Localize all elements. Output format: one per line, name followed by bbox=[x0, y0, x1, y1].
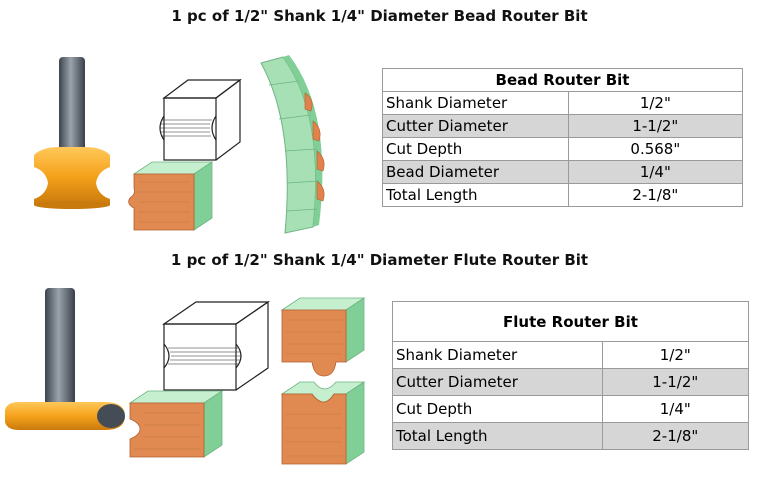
bead-table-title: Bead Router Bit bbox=[382, 68, 743, 92]
flute-profile-block-left bbox=[128, 390, 224, 458]
spec-value: 0.568" bbox=[567, 137, 744, 161]
flute-block-diagram bbox=[162, 300, 270, 391]
spec-label: Cutter Diameter bbox=[392, 368, 603, 396]
flute-table-title: Flute Router Bit bbox=[392, 301, 749, 342]
spec-value: 2-1/8" bbox=[567, 183, 744, 207]
spec-label: Total Length bbox=[382, 183, 569, 207]
flute-heading: 1 pc of 1/2" Shank 1/4" Diameter Flute R… bbox=[170, 251, 589, 269]
flute-router-bit-image bbox=[5, 288, 125, 430]
spec-label: Cut Depth bbox=[392, 395, 603, 423]
bead-heading: 1 pc of 1/2" Shank 1/4" Diameter Bead Ro… bbox=[171, 7, 588, 25]
spec-value: 1-1/2" bbox=[601, 368, 750, 396]
spec-value: 1-1/2" bbox=[567, 114, 744, 138]
spec-label: Shank Diameter bbox=[382, 91, 569, 115]
spec-value: 1/2" bbox=[567, 91, 744, 115]
spec-label: Bead Diameter bbox=[382, 160, 569, 184]
spec-label: Cut Depth bbox=[382, 137, 569, 161]
spec-value: 2-1/8" bbox=[601, 422, 750, 450]
spec-label: Cutter Diameter bbox=[382, 114, 569, 138]
flute-profile-block-bottom bbox=[280, 381, 366, 465]
bead-profile-block bbox=[128, 161, 214, 231]
spec-value: 1/4" bbox=[601, 395, 750, 423]
bead-router-bit-image bbox=[34, 57, 110, 209]
spec-value: 1/4" bbox=[567, 160, 744, 184]
bead-curved-molding bbox=[260, 55, 325, 234]
bead-block-diagram bbox=[159, 78, 242, 161]
spec-label: Total Length bbox=[392, 422, 603, 450]
spec-value: 1/2" bbox=[601, 341, 750, 369]
spec-label: Shank Diameter bbox=[392, 341, 603, 369]
flute-profile-block-top bbox=[280, 297, 366, 377]
